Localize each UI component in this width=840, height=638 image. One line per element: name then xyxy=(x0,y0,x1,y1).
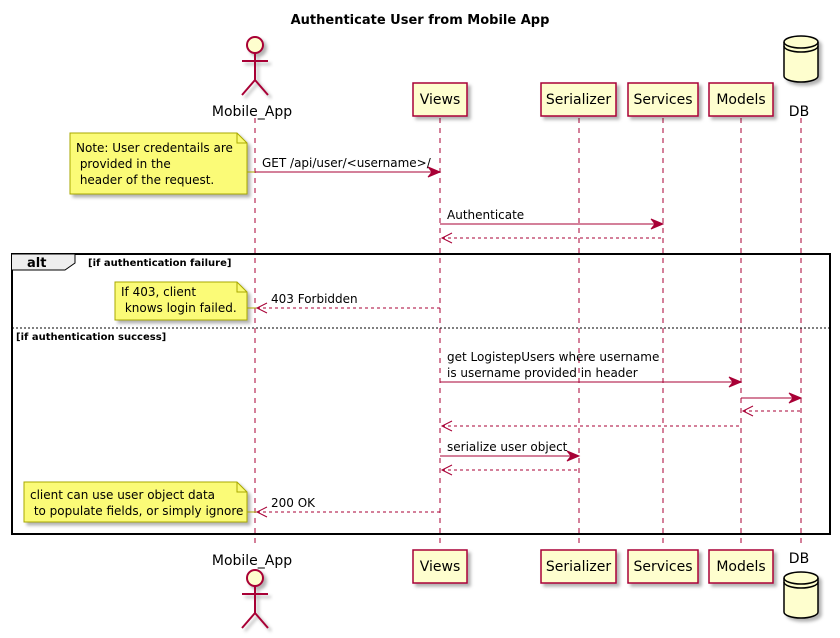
participant-label-mobile-app-bottom: Mobile_App xyxy=(212,553,292,569)
svg-text:Serializer: Serializer xyxy=(546,92,611,108)
participant-serializer-top: Serializer xyxy=(540,82,617,117)
database-icon xyxy=(783,571,819,619)
svg-text:is username provided in header: is username provided in header xyxy=(447,366,638,380)
database-db-bottom: DB xyxy=(783,551,819,619)
participant-serializer-bottom: Serializer xyxy=(540,549,617,584)
participant-label-mobile-app-top: Mobile_App xyxy=(212,104,292,120)
note-ok: client can use user object data to popul… xyxy=(23,481,248,523)
svg-text:403 Forbidden: 403 Forbidden xyxy=(271,292,358,306)
arrowhead-icon xyxy=(788,392,803,404)
svg-text:DB: DB xyxy=(789,104,809,120)
svg-text:Models: Models xyxy=(716,92,765,108)
actor-mobile-app-top xyxy=(241,36,269,96)
message-db-return xyxy=(741,405,801,417)
message-forbidden: 403 Forbidden xyxy=(255,292,440,314)
participant-views-bottom: Views xyxy=(412,549,468,584)
participant-models-top: Models xyxy=(708,82,774,117)
svg-text:serialize user object: serialize user object xyxy=(447,440,568,454)
svg-text:get LogistepUsers where userna: get LogistepUsers where username xyxy=(447,350,659,364)
svg-text:Views: Views xyxy=(420,92,461,108)
database-icon xyxy=(783,35,819,83)
alt-guard-failure: [if authentication failure] xyxy=(88,258,231,269)
actor-head-icon xyxy=(246,569,264,587)
note-credentials-line-2: provided in the xyxy=(76,157,171,171)
message-models-to-db xyxy=(741,392,803,404)
message-authenticate: Authenticate xyxy=(440,208,665,230)
actor-mobile-app-bottom xyxy=(241,569,269,629)
arrowhead-open-icon xyxy=(440,420,453,432)
alt-fragment-tab xyxy=(12,253,76,271)
svg-text:Services: Services xyxy=(633,92,692,108)
alt-keyword: alt xyxy=(27,256,46,271)
message-serialize: serialize user object xyxy=(440,440,581,462)
message-serialize-return xyxy=(440,464,579,476)
svg-text:Serializer: Serializer xyxy=(546,559,611,575)
message-get-users: get LogistepUsers where username is user… xyxy=(440,350,743,388)
svg-text:Services: Services xyxy=(633,559,692,575)
participant-services-bottom: Services xyxy=(627,549,699,584)
note-forbidden: If 403, client knows login failed. xyxy=(114,281,248,321)
message-models-return xyxy=(440,420,741,432)
message-ok: 200 OK xyxy=(255,496,440,518)
note-credentials-line-3: header of the request. xyxy=(76,173,214,187)
arrowhead-open-icon xyxy=(255,506,268,518)
svg-text:DB: DB xyxy=(789,551,809,567)
participant-models-bottom: Models xyxy=(708,549,774,584)
note-forbidden-line-2: knows login failed. xyxy=(121,301,237,315)
arrowhead-icon xyxy=(650,218,665,230)
participant-services-top: Services xyxy=(627,82,699,117)
svg-text:Models: Models xyxy=(716,559,765,575)
arrowhead-icon xyxy=(427,166,442,178)
arrowhead-icon xyxy=(728,376,743,388)
note-forbidden-line-1: If 403, client xyxy=(121,285,196,299)
message-get-user: GET /api/user/<username>/ xyxy=(255,156,442,178)
note-credentials: Note: User credentails are provided in t… xyxy=(69,132,248,195)
alt-guard-success: [if authentication success] xyxy=(16,332,166,343)
arrowhead-open-icon xyxy=(255,302,268,314)
alt-fragment: alt [if authentication failure] [if auth… xyxy=(11,253,831,535)
svg-text:200 OK: 200 OK xyxy=(271,496,316,510)
svg-text:Views: Views xyxy=(420,559,461,575)
arrowhead-open-icon xyxy=(741,405,754,417)
arrowhead-open-icon xyxy=(440,464,453,476)
arrowhead-open-icon xyxy=(440,232,453,244)
diagram-title: Authenticate User from Mobile App xyxy=(291,13,550,28)
svg-text:Authenticate: Authenticate xyxy=(447,208,524,222)
participant-views-top: Views xyxy=(412,82,468,117)
note-ok-line-2: to populate fields, or simply ignore xyxy=(30,504,243,518)
svg-text:GET /api/user/<username>/: GET /api/user/<username>/ xyxy=(262,156,432,170)
actor-head-icon xyxy=(246,36,264,54)
database-db-top: DB xyxy=(783,35,819,120)
lifelines xyxy=(254,118,802,548)
note-ok-line-1: client can use user object data xyxy=(30,488,215,502)
message-authenticate-return xyxy=(440,232,663,244)
arrowhead-icon xyxy=(566,450,581,462)
note-credentials-line-1: Note: User credentails are xyxy=(76,141,233,155)
